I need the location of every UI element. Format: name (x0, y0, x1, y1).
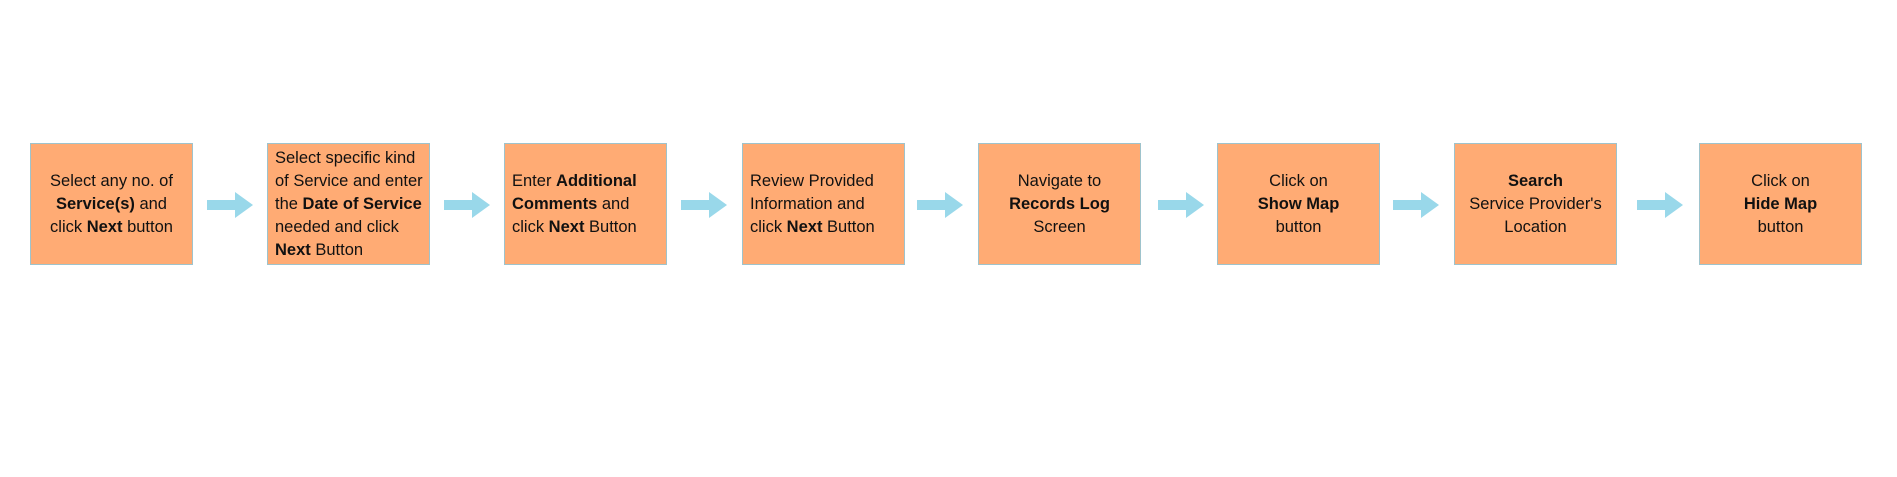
right-arrow-icon (1393, 192, 1439, 218)
step-text-line: Enter Additional (512, 170, 660, 193)
step-text-line: Information and (750, 193, 898, 216)
step-text-line: Show Map (1224, 193, 1373, 216)
step-text-line: Next Button (275, 239, 423, 262)
step-box: Select specific kind of Service and enter… (267, 143, 430, 265)
step-text-segment: Click on (1751, 171, 1810, 190)
step-box: Click on Show Map button (1217, 143, 1380, 265)
step-keyword: Records Log (1009, 194, 1110, 213)
step-text: Click on Show Map button (1224, 170, 1373, 239)
step-text-segment: Select specific kind (275, 148, 416, 167)
step-text-segment: Information and (750, 194, 865, 213)
step-text-line: needed and click (275, 216, 423, 239)
step-text-segment: click (750, 217, 787, 236)
step-text-segment: Select any no. of (50, 171, 173, 190)
step-keyword: Service(s) (55, 194, 135, 213)
step-text-line: Click on (1706, 170, 1855, 193)
right-arrow-icon (207, 192, 253, 218)
step-text-segment: Enter (512, 171, 557, 190)
step-keyword: Next (86, 217, 123, 236)
step-text-line: Service(s) and (37, 193, 186, 216)
step-text-segment: Button (822, 217, 875, 236)
step-keyword: Next (275, 240, 311, 259)
step-text-line: Hide Map (1706, 193, 1855, 216)
step-text-line: Location (1461, 216, 1610, 239)
step-text-segment: Service Provider's (1469, 194, 1602, 213)
step-keyword: Next (786, 217, 823, 236)
step-text: Navigate to Records Log Screen (985, 170, 1134, 239)
right-arrow-icon (917, 192, 963, 218)
step-text-segment: Button (584, 217, 637, 236)
step-text-line: Comments and (512, 193, 660, 216)
step-text-segment: Button (310, 240, 364, 259)
step-keyword: Date of Service (302, 194, 422, 213)
step-text-line: button (1706, 216, 1855, 239)
step-text-line: Records Log Screen (985, 193, 1134, 239)
step-keyword: Show Map (1257, 194, 1340, 213)
step-text-line: the Date of Service (275, 193, 423, 216)
step-text-segment: click (512, 217, 549, 236)
step-text-segment: click (50, 217, 87, 236)
step-text-segment: needed and click (275, 217, 399, 236)
step-text-segment: the (275, 194, 303, 213)
step-keyword: Additional (556, 171, 637, 190)
step-box: Navigate to Records Log Screen (978, 143, 1141, 265)
step-text-line: click Next button (37, 216, 186, 239)
step-text-segment: button (1275, 217, 1322, 236)
step-text-segment: button (122, 217, 173, 236)
step-text-segment: Navigate to (1017, 171, 1102, 190)
step-text: Select specific kind of Service and enter… (274, 147, 423, 262)
step-text-line: button (1224, 216, 1373, 239)
right-arrow-icon (1637, 192, 1683, 218)
step-text-line: Select any no. of (37, 170, 186, 193)
step-text-line: Review Provided (750, 170, 898, 193)
step-text-line: Navigate to (985, 170, 1134, 193)
step-keyword: Next (548, 217, 585, 236)
step-text-line: Select specific kind (275, 147, 423, 170)
right-arrow-icon (444, 192, 490, 218)
step-text-segment: Location (1504, 217, 1567, 236)
step-text-line: Click on (1224, 170, 1373, 193)
step-text-segment: and (134, 194, 167, 213)
right-arrow-icon (681, 192, 727, 218)
step-box: Click on Hide Map button (1699, 143, 1862, 265)
step-text-line: click Next Button (512, 216, 660, 239)
step-text-segment: Review Provided (750, 171, 874, 190)
step-text-segment: and (597, 194, 630, 213)
step-text-line: Search (1461, 170, 1610, 193)
step-keyword: Comments (512, 194, 598, 213)
step-keyword: Search (1507, 171, 1564, 190)
step-text-line: Service Provider's (1461, 193, 1610, 216)
step-text-segment: button (1757, 217, 1804, 236)
step-text-line: of Service and enter (275, 170, 423, 193)
step-text-segment: of Service and enter (275, 171, 423, 190)
right-arrow-icon (1158, 192, 1204, 218)
step-text-line: click Next Button (750, 216, 898, 239)
step-text-segment: Screen (1033, 217, 1086, 236)
step-text-segment: Click on (1269, 171, 1328, 190)
step-keyword: Hide Map (1743, 194, 1818, 213)
step-text: Click on Hide Map button (1706, 170, 1855, 239)
